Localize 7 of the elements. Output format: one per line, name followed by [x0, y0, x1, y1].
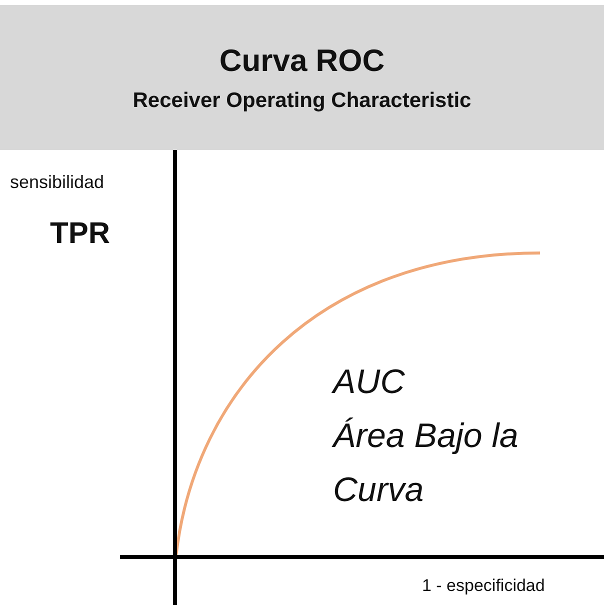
area-label: Área Bajo la Curva	[333, 416, 520, 512]
x-axis-label: 1 - especificidad	[422, 575, 545, 597]
subtitle: Receiver Operating Characteristic	[132, 88, 472, 112]
area-label: AUC	[333, 362, 405, 403]
y-axis-label: sensibilidad	[10, 171, 104, 194]
y-axis-label: TPR	[50, 216, 110, 252]
title: Curva ROC	[219, 42, 385, 78]
